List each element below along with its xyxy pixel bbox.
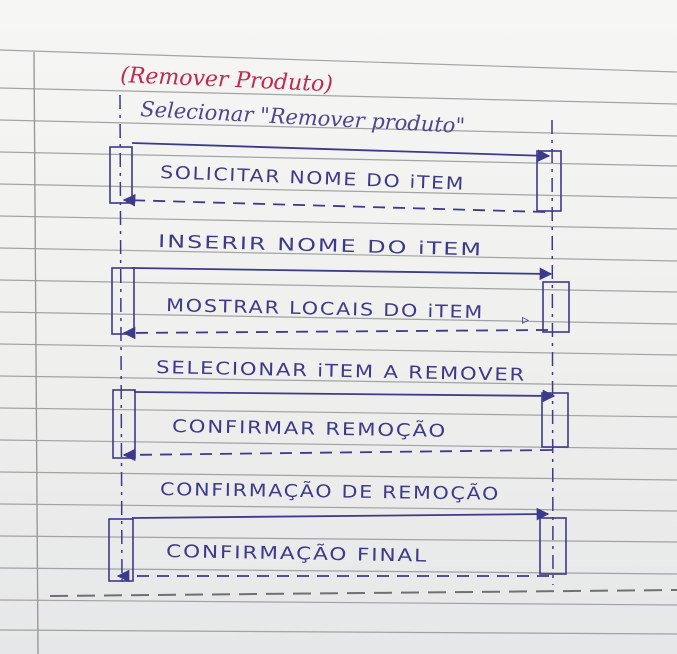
step-3-label: MOSTRAR LOCAIS DO iTEM <box>166 296 484 323</box>
activation-right-2 <box>542 281 570 333</box>
arrow-return-3 <box>122 448 553 462</box>
arrow-request-3 <box>133 389 556 403</box>
step-5-label: CONFIRMAR REMOÇÃO <box>172 415 447 442</box>
step-7-label: CONFIRMAÇÃO FINAL <box>166 540 428 567</box>
step-6-label: CONFIRMAÇÃO DE REMOÇÃO <box>160 478 500 505</box>
arrow-return-2 <box>122 326 549 340</box>
arrow-return-1 <box>122 194 546 213</box>
step-4-label: SELECIONAR iTEM A REMOVER <box>156 358 526 386</box>
activation-left-4 <box>108 518 134 582</box>
activation-right-3 <box>541 392 569 448</box>
margin-line <box>33 51 39 654</box>
activation-left-2 <box>111 267 135 335</box>
intro-text: Selecionar "Remover produto" <box>140 97 466 138</box>
lifeline-left <box>119 94 123 586</box>
activation-left-3 <box>112 389 136 459</box>
scribble-mark: ▹ <box>522 312 529 328</box>
lifeline-right <box>551 119 554 586</box>
step-2-label: INSERIR NOME DO iTEM <box>158 232 483 261</box>
activation-left-1 <box>109 146 133 204</box>
activation-right-1 <box>536 150 562 212</box>
activation-right-4 <box>539 517 567 575</box>
arrow-request-2 <box>131 267 553 281</box>
bottom-dashed-line <box>49 589 677 597</box>
arrow-request-1 <box>131 142 551 162</box>
arrow-request-4 <box>131 507 550 521</box>
